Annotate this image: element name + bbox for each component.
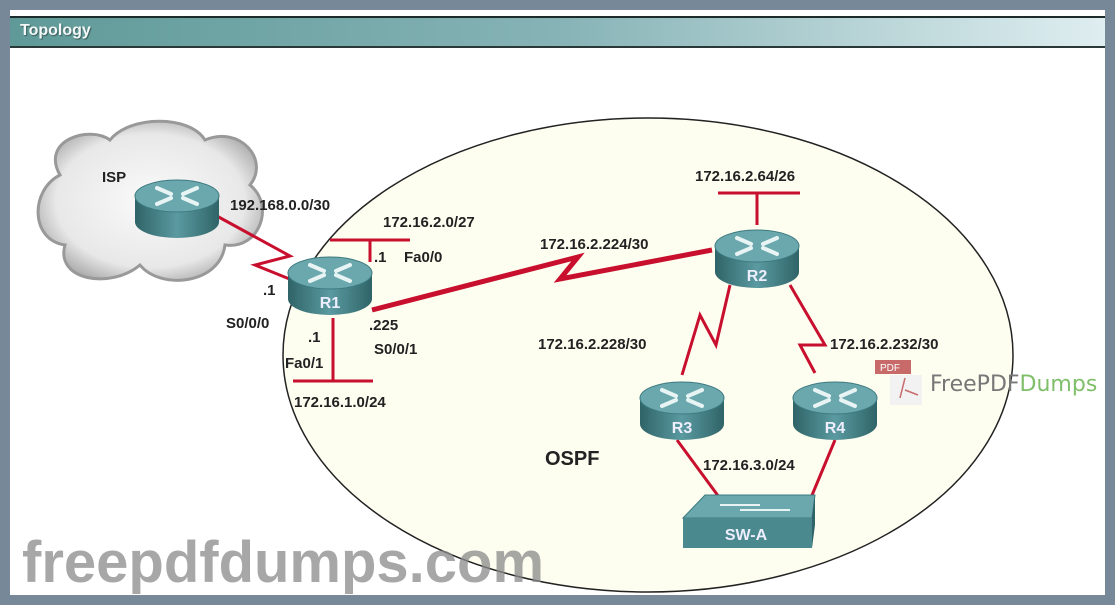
net-r3-r4-sw: 172.16.3.0/24 bbox=[703, 457, 795, 474]
freepdfdumps-logo: PDF FreePDFDumps bbox=[875, 360, 1097, 405]
net-isp-r1: 192.168.0.0/30 bbox=[230, 197, 330, 214]
net-r2-r3: 172.16.2.228/30 bbox=[538, 336, 646, 353]
r1-fa00: Fa0/0 bbox=[404, 249, 442, 266]
sw-a-label: SW-A bbox=[725, 527, 768, 544]
router-r4[interactable]: R4 bbox=[791, 380, 879, 442]
r1-s000: S0/0/0 bbox=[226, 315, 269, 332]
router-r1[interactable]: R1 bbox=[286, 255, 374, 317]
link-r2-r4 bbox=[788, 284, 828, 374]
r1-fa00-ip: .1 bbox=[374, 249, 387, 266]
isp-label: ISP bbox=[102, 169, 126, 186]
logo-text-b: Dumps bbox=[1020, 372, 1098, 397]
net-r2-r4: 172.16.2.232/30 bbox=[830, 336, 938, 353]
r1-s000-ip: .1 bbox=[263, 282, 276, 299]
r3-label: R3 bbox=[672, 420, 693, 437]
net-r1-fa01: 172.16.1.0/24 bbox=[294, 394, 386, 411]
router-r3[interactable]: R3 bbox=[638, 380, 726, 442]
logo-badge: PDF bbox=[880, 363, 900, 374]
r1-fa01: Fa0/1 bbox=[285, 355, 323, 372]
net-r1-fa00: 172.16.2.0/27 bbox=[383, 214, 475, 231]
logo-text-a: FreePDF bbox=[930, 372, 1020, 397]
link-r1-r2 bbox=[371, 247, 713, 313]
r1-fa01-ip: .1 bbox=[308, 329, 321, 346]
net-r1-r2: 172.16.2.224/30 bbox=[540, 236, 648, 253]
ospf-area-label: OSPF bbox=[545, 448, 599, 470]
r1-s001-ip: .225 bbox=[369, 317, 398, 334]
r2-label: R2 bbox=[747, 268, 768, 285]
header-title: Topology bbox=[20, 22, 91, 39]
r1-label: R1 bbox=[320, 295, 341, 312]
switch-sw-a[interactable]: SW-A bbox=[681, 494, 816, 548]
ospf-area bbox=[282, 117, 1014, 593]
watermark: freepdfdumps.com bbox=[22, 530, 544, 595]
net-r2-lan: 172.16.2.64/26 bbox=[695, 168, 795, 185]
router-r2[interactable]: R2 bbox=[713, 228, 801, 290]
r4-label: R4 bbox=[825, 420, 846, 437]
link-isp-r1 bbox=[214, 213, 295, 282]
router-isp[interactable]: ISP bbox=[102, 169, 221, 240]
r1-s001: S0/0/1 bbox=[374, 341, 417, 358]
topology-header: Topology bbox=[10, 16, 1105, 48]
svg-text:FreePDFDumps: FreePDFDumps bbox=[930, 372, 1097, 397]
link-r2-r3 bbox=[680, 284, 732, 376]
